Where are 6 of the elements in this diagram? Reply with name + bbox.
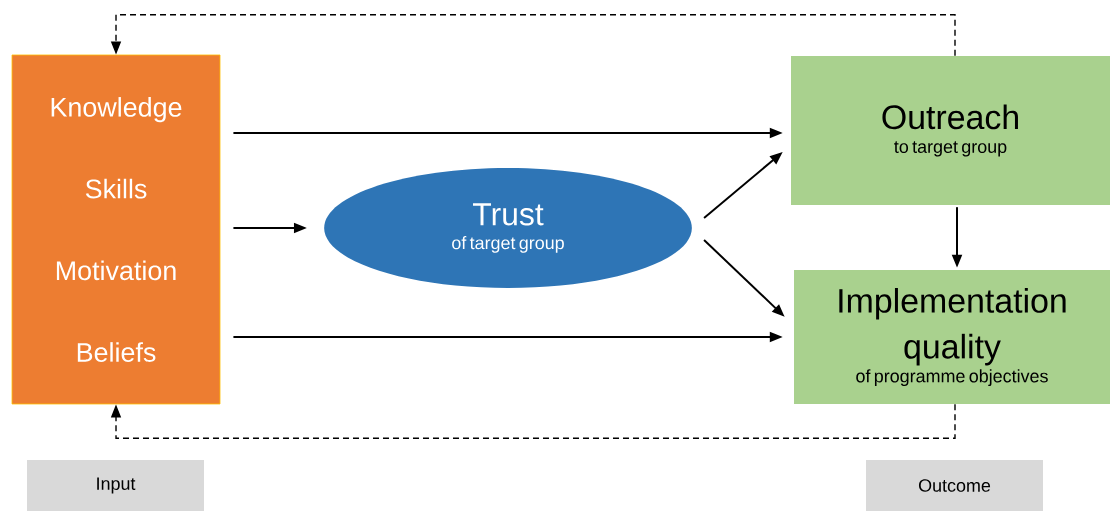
- stage-label-box: Input: [27, 460, 204, 511]
- factor-box: Knowledge Skills Motivation Beliefs: [11, 54, 221, 405]
- outcome-box: Outreach to target group: [791, 56, 1110, 205]
- arrow: [110, 403, 956, 439]
- stage-label-box: Outcome: [866, 460, 1043, 511]
- outcome-box: Implementation quality of programme objectives: [794, 270, 1110, 404]
